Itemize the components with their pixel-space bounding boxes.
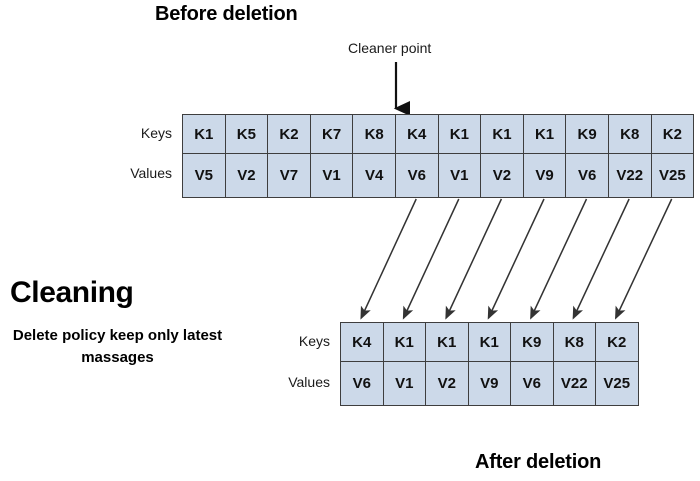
before-key-cell: K8: [352, 114, 396, 154]
after-keys-row-label: Keys: [298, 333, 330, 349]
before-value-cell: V22: [607, 153, 652, 198]
after-value-cell: V6: [340, 361, 384, 406]
after-values-row: V6 V1 V2 V9 V6 V22 V25: [340, 361, 639, 406]
before-value-cell: V1: [437, 153, 482, 198]
cleaning-subtitle: Delete policy keep only latest massages: [12, 327, 223, 366]
mapping-arrow-group: [360, 198, 673, 320]
after-key-cell: K4: [340, 322, 384, 362]
before-key-cell: K9: [565, 114, 609, 154]
title-after-deletion: After deletion: [475, 451, 602, 473]
after-value-cell: V1: [382, 361, 426, 406]
after-key-cell: K8: [552, 322, 596, 362]
mapping-arrow: [402, 198, 460, 320]
before-key-cell: K2: [650, 114, 695, 154]
after-key-cell: K1: [425, 322, 469, 362]
before-keys-row-label: Keys: [140, 125, 172, 141]
after-value-cell: V25: [595, 361, 639, 406]
after-values-row-label: Values: [288, 374, 330, 390]
before-value-cell: V7: [267, 153, 311, 198]
before-key-cell: K1: [522, 114, 567, 154]
cleaner-point-arrow-icon: [393, 62, 411, 116]
after-value-cell: V2: [425, 361, 469, 406]
mapping-arrow: [530, 198, 588, 320]
before-deletion-table: K1 K5 K2 K7 K8 K4 K1 K1 K1 K9 K8 K2 V5 V…: [182, 114, 695, 198]
mapping-arrow: [615, 198, 673, 320]
cleaner-point-label: Cleaner point: [348, 40, 432, 56]
after-deletion-table: K4 K1 K1 K1 K9 K8 K2 V6 V1 V2 V9 V6 V22 …: [340, 322, 639, 406]
before-value-cell: V25: [650, 153, 695, 198]
after-value-cell: V6: [510, 361, 554, 406]
before-key-cell: K1: [182, 114, 226, 154]
before-key-cell: K7: [309, 114, 354, 154]
before-key-cell: K1: [437, 114, 482, 154]
before-value-cell: V5: [182, 153, 226, 198]
after-key-cell: K2: [595, 322, 639, 362]
after-key-cell: K9: [510, 322, 554, 362]
mapping-arrow: [572, 198, 630, 320]
after-value-cell: V22: [552, 361, 596, 406]
before-values-row-label: Values: [130, 165, 172, 181]
before-key-cell: K1: [480, 114, 524, 154]
mapping-arrow: [445, 198, 503, 320]
mapping-arrow: [360, 198, 417, 320]
before-keys-row: K1 K5 K2 K7 K8 K4 K1 K1 K1 K9 K8 K2: [182, 114, 695, 154]
before-value-cell: V4: [352, 153, 396, 198]
before-key-cell: K8: [607, 114, 652, 154]
before-key-cell: K2: [267, 114, 311, 154]
before-value-cell: V6: [565, 153, 609, 198]
before-value-cell: V2: [480, 153, 524, 198]
after-value-cell: V9: [467, 361, 511, 406]
after-key-cell: K1: [382, 322, 426, 362]
after-key-cell: K1: [467, 322, 511, 362]
title-before-deletion: Before deletion: [155, 3, 298, 25]
after-keys-row: K4 K1 K1 K1 K9 K8 K2: [340, 322, 639, 362]
before-value-cell: V1: [309, 153, 354, 198]
before-value-cell: V9: [522, 153, 567, 198]
mapping-arrow: [487, 198, 545, 320]
before-key-cell: K4: [394, 114, 439, 154]
cleaning-heading: Cleaning: [10, 276, 134, 309]
before-values-row: V5 V2 V7 V1 V4 V6 V1 V2 V9 V6 V22 V25: [182, 153, 695, 198]
before-value-cell: V2: [224, 153, 269, 198]
before-key-cell: K5: [224, 114, 269, 154]
before-value-cell: V6: [394, 153, 439, 198]
